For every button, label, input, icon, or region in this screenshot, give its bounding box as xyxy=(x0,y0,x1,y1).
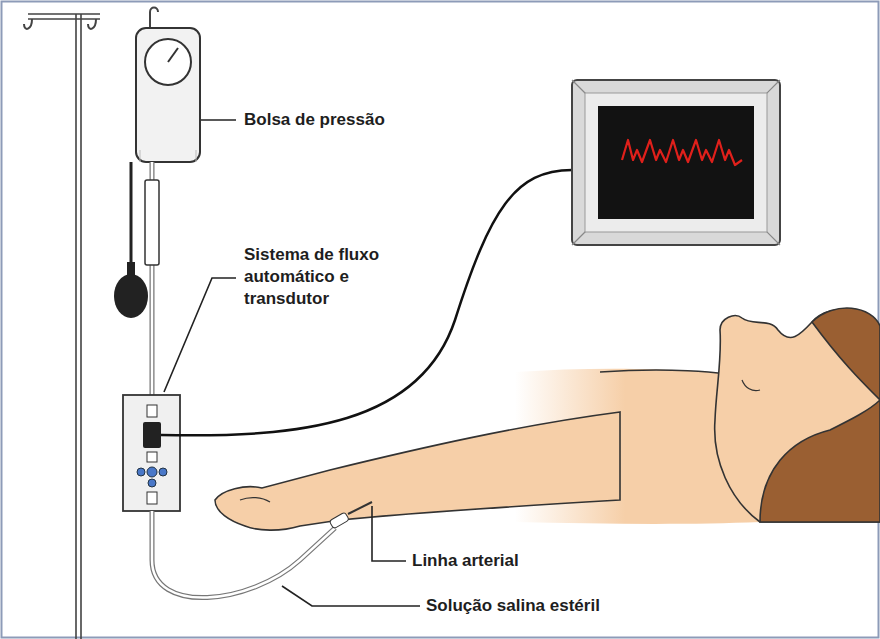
transducer-panel xyxy=(123,395,180,511)
pressure-bag xyxy=(136,28,200,162)
leader-lines xyxy=(164,120,420,606)
inflation-bulb xyxy=(114,162,148,318)
monitor xyxy=(572,80,780,245)
part-label: Linha arterial xyxy=(412,550,519,572)
monitor-cable xyxy=(161,170,572,435)
patient xyxy=(215,308,880,530)
part-label-multiline: Sistema de fluxo automático e transdutor xyxy=(244,244,409,310)
saline-tubing xyxy=(152,502,372,598)
flush-tubing xyxy=(145,162,159,395)
part-label: Solução salina estéril xyxy=(426,595,600,617)
part-label: Bolsa de pressão xyxy=(244,109,385,131)
